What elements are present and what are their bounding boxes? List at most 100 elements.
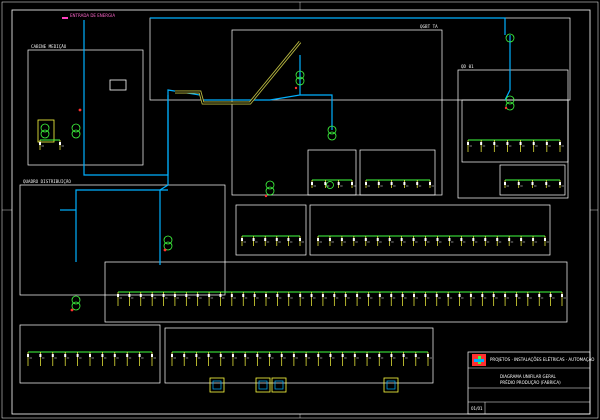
breaker-icon (64, 354, 67, 357)
breaker-icon (531, 182, 534, 185)
breaker-icon (183, 354, 186, 357)
breaker-icon (305, 354, 308, 357)
breaker-icon (207, 354, 210, 357)
breaker-icon (287, 238, 290, 241)
box-qd-right (457, 69, 569, 199)
breaker-icon (561, 294, 563, 297)
breaker-icon (484, 238, 487, 241)
breaker-icon (329, 354, 332, 357)
generator-icon (505, 33, 515, 43)
breaker-icon (414, 354, 417, 357)
breaker-icon (59, 142, 61, 145)
label-distribuicao: QUADRO DISTRIBUIÇÃO (23, 179, 71, 184)
bottom-cabinet-cores (212, 380, 396, 390)
box-qd-right-inner (499, 164, 566, 196)
breaker-icon (401, 294, 404, 297)
breaker-icon (545, 182, 548, 185)
breaker-icon (126, 354, 129, 357)
breaker-icon (268, 354, 271, 357)
breaker-icon (424, 238, 427, 241)
breaker-icon (117, 294, 119, 297)
breaker-icon (413, 294, 415, 297)
label-qd-right: QD 01 (461, 64, 474, 69)
breaker-icon (458, 294, 461, 297)
breaker-icon (493, 142, 496, 145)
breaker-icon (519, 142, 522, 145)
breaker-icon (390, 294, 393, 297)
breaker-icon (185, 294, 188, 297)
breaker-icon (195, 354, 198, 357)
breaker-icon (506, 142, 509, 145)
breaker-icon (341, 354, 344, 357)
breaker-icon (378, 294, 381, 297)
breaker-icon (344, 294, 347, 297)
breaker-icon (504, 294, 507, 297)
breaker-icon (388, 238, 391, 241)
breaker-icon (517, 182, 520, 185)
breaker-icon (366, 354, 369, 357)
breaker-icon (520, 238, 523, 241)
label-cabine-medicao: CABINE MEDIÇÃO (31, 44, 67, 49)
breaker-icon (89, 354, 91, 357)
breaker-icon (39, 142, 41, 145)
breaker-icon (321, 294, 324, 297)
breaker-icon (403, 182, 406, 185)
transformer-icon-2 (71, 123, 81, 139)
transformer-icon-4 (295, 70, 305, 86)
label-entrada: ENTRADA DE ENERGIA (70, 13, 115, 18)
breaker-icon (545, 142, 548, 145)
breaker-icon (139, 294, 142, 297)
breaker-icon (51, 354, 54, 357)
breaker-icon (427, 354, 429, 357)
breaker-icon (328, 238, 331, 241)
breaker-icon (317, 238, 319, 241)
title-company: PROJETOS · INSTALAÇÕES ELÉTRICAS · AUTOM… (490, 357, 594, 362)
breaker-icon (429, 182, 431, 185)
breaker-icon (481, 294, 484, 297)
equipment (37, 33, 515, 311)
transformer-icon-1 (37, 119, 55, 143)
breaker-icon (492, 294, 495, 297)
breaker-icon (311, 182, 313, 185)
breaker-icon (559, 182, 561, 185)
breaker-icon (467, 142, 469, 145)
breaker-icon (480, 142, 483, 145)
breaker-icon (292, 354, 295, 357)
transformer-icon-5 (327, 125, 337, 141)
box-sub-4 (359, 149, 436, 196)
breaker-icon (538, 294, 541, 297)
breaker-icon (469, 294, 472, 297)
breaker-icon (377, 182, 380, 185)
label-qgbt-ta: QGBT TA (420, 24, 438, 29)
breaker-icon (280, 354, 283, 357)
title-drawing: PRÉDIO PRODUÇÃO (FABRICA) (500, 380, 561, 385)
main-bus (60, 17, 511, 265)
breaker-icon (424, 294, 427, 297)
breaker-icon (353, 354, 356, 357)
breaker-icon (367, 294, 370, 297)
breaker-icon (264, 238, 267, 241)
breaker-icon (101, 354, 104, 357)
box-sub-1 (235, 204, 307, 256)
breaker-icon (219, 354, 222, 357)
breaker-icon (351, 182, 353, 185)
breaker-icon (356, 294, 359, 297)
breaker-icon (504, 182, 506, 185)
breaker-icon (253, 294, 256, 297)
breaker-icon (287, 294, 290, 297)
breaker-icon (76, 354, 79, 357)
breaker-icon (416, 182, 419, 185)
breaker-icon (317, 354, 320, 357)
breaker-icon (364, 238, 367, 241)
breaker-icon (265, 294, 267, 297)
breaker-icon (340, 238, 343, 241)
breaker-icon (196, 294, 199, 297)
breaker-icon (310, 294, 313, 297)
box-sub-3 (307, 149, 357, 196)
breaker-icon (376, 238, 379, 241)
breaker-icon (508, 238, 511, 241)
transformer-icon-3 (163, 235, 173, 251)
title-project: DIAGRAMA UNIFILAR GERAL (500, 374, 557, 379)
transformer-icon-7 (265, 180, 275, 196)
